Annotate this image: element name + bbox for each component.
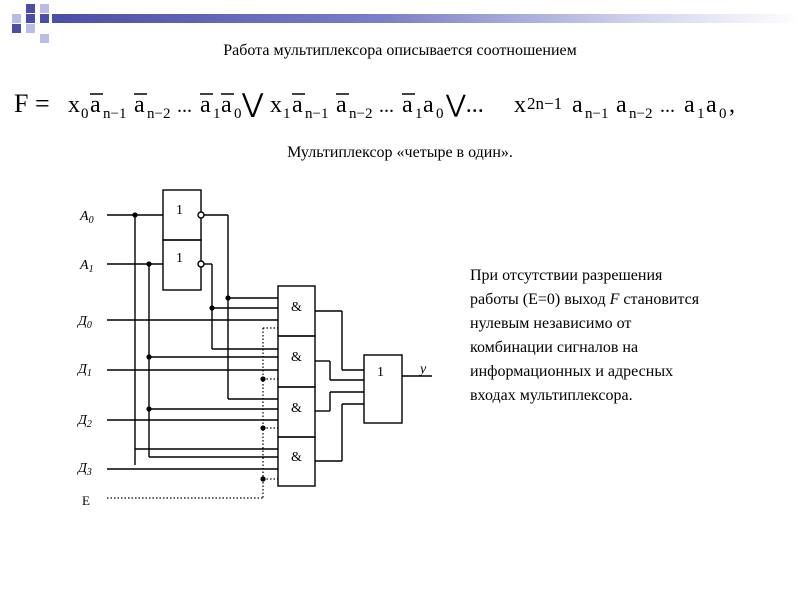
or-gate [363, 354, 403, 424]
formula-dots: ... [177, 95, 192, 117]
formula-dots: ... [660, 95, 675, 117]
note-line: работы (E=0) выход [470, 291, 610, 308]
decor-square [40, 14, 49, 23]
formula-a-index: n−1 [103, 106, 126, 122]
svg-text:a: a [221, 92, 232, 118]
svg-text:a: a [706, 92, 717, 118]
explanation-text: При отсутствии разрешения работы (E=0) в… [470, 264, 780, 408]
decor-square [40, 4, 49, 13]
note-line: При отсутствии разрешения [470, 267, 663, 284]
formula-a-index: 1 [213, 106, 221, 122]
svg-text:Д0: Д0 [76, 314, 92, 331]
svg-text:x: x [270, 92, 282, 118]
formula-dots: ... [379, 95, 394, 117]
formula-x-index: 0 [81, 106, 89, 122]
svg-text:x: x [68, 92, 80, 118]
decor-square [12, 24, 21, 33]
svg-text:a: a [200, 92, 211, 118]
decor-square [26, 14, 35, 23]
input-label-d1: Д [76, 362, 88, 377]
note-line: информационных и адресных [470, 363, 674, 380]
output-label: y [418, 362, 427, 377]
input-index: 2 [87, 419, 92, 430]
formula-a-index: 1 [415, 106, 423, 122]
formula-x-index: 1 [283, 106, 291, 122]
svg-text:a: a [684, 92, 695, 118]
formula-a-index: n−1 [305, 106, 328, 122]
svg-text:a: a [616, 92, 627, 118]
junction-dots [132, 212, 266, 482]
formula-a-index: 0 [719, 106, 727, 122]
formula-a-index: 0 [234, 106, 242, 122]
note-line: нулевым независимо от [470, 315, 632, 332]
input-label-a0: A [79, 209, 89, 224]
input-label-a1: A [79, 258, 89, 273]
and-gate-symbol: & [291, 450, 302, 465]
svg-text:A0: A0 [79, 209, 94, 226]
formula-or-operator: ⋁ [241, 89, 264, 118]
header-gradient-rule [52, 14, 800, 23]
slide-header-decoration [0, 0, 800, 48]
svg-text:Д1: Д1 [76, 362, 92, 379]
input-index: 0 [89, 215, 94, 226]
svg-text:a: a [90, 92, 101, 118]
input-label-d2: Д [76, 413, 88, 428]
multiplexer-formula: F = x 0 a n−1 a n−2 ... a 1 a 0 ⋁ x 1 a … [14, 89, 735, 122]
and-gate-symbol: & [291, 300, 302, 315]
input-label-d3: Д [76, 461, 88, 476]
formula-a-index: n−2 [147, 106, 170, 122]
slide-heading: Работа мультиплексора описывается соотно… [223, 42, 577, 59]
input-index: 1 [87, 368, 92, 379]
decor-square [26, 24, 35, 33]
svg-text:a: a [336, 92, 347, 118]
and-gate-symbol: & [291, 350, 302, 365]
svg-text:a: a [572, 92, 583, 118]
inverter-bubble [197, 260, 205, 268]
formula-x-index: 2n−1 [527, 94, 562, 113]
svg-text:a: a [134, 92, 145, 118]
svg-text:Д2: Д2 [76, 413, 92, 430]
formula-a-index: 1 [697, 106, 705, 122]
data-wires [107, 319, 278, 470]
svg-text:a: a [402, 92, 413, 118]
and-gate-symbol: & [291, 401, 302, 416]
decor-square [40, 34, 49, 43]
formula-a-index: 0 [436, 106, 444, 122]
svg-text:a: a [423, 92, 434, 118]
formula-a-index: n−2 [349, 106, 372, 122]
note-line: становится [619, 291, 700, 308]
svg-text:A1: A1 [79, 258, 94, 275]
formula-comma: , [729, 92, 735, 118]
multiplexer-circuit: A0 A1 Д0 Д1 Д2 Д3 E 1 1 & & & & 1 y [76, 189, 432, 508]
formula-term: x 0 a n−1 a n−2 ... a 1 a 0 ⋁ [68, 89, 264, 122]
and-to-or-wires [315, 310, 364, 462]
inverter-bubble [197, 211, 205, 219]
formula-a-index: n−1 [585, 106, 608, 122]
input-label-d0: Д [76, 314, 88, 329]
decor-square [12, 14, 21, 23]
formula-or-operator: ⋁... [445, 92, 484, 118]
formula-term: x 2n−1 a n−1 a n−2 ... a 1 a 0 , [514, 92, 735, 122]
address-wires [107, 214, 278, 465]
note-line: входах мультиплексора. [470, 387, 633, 404]
decor-square [26, 4, 35, 13]
not-gate-symbol: 1 [176, 203, 183, 218]
formula-a-index: n−2 [629, 106, 652, 122]
input-index: 0 [87, 320, 92, 331]
or-gate-symbol: 1 [377, 365, 384, 380]
svg-text:a: a [292, 92, 303, 118]
input-label-enable: E [82, 493, 90, 508]
svg-text:Д3: Д3 [76, 461, 92, 478]
svg-text:x: x [514, 92, 526, 118]
enable-wires [107, 327, 278, 499]
note-line: комбинации сигналов на [470, 339, 639, 356]
not-gate-symbol: 1 [176, 251, 183, 266]
circuit-caption: Мультиплексор «четыре в один». [287, 144, 513, 161]
input-index: 1 [89, 264, 94, 275]
note-variable-f: F [609, 291, 620, 308]
input-index: 3 [86, 467, 92, 478]
formula-term: x 1 a n−1 a n−2 ... a 1 a 0 ⋁... [270, 92, 484, 122]
formula-lhs: F = [14, 89, 50, 118]
